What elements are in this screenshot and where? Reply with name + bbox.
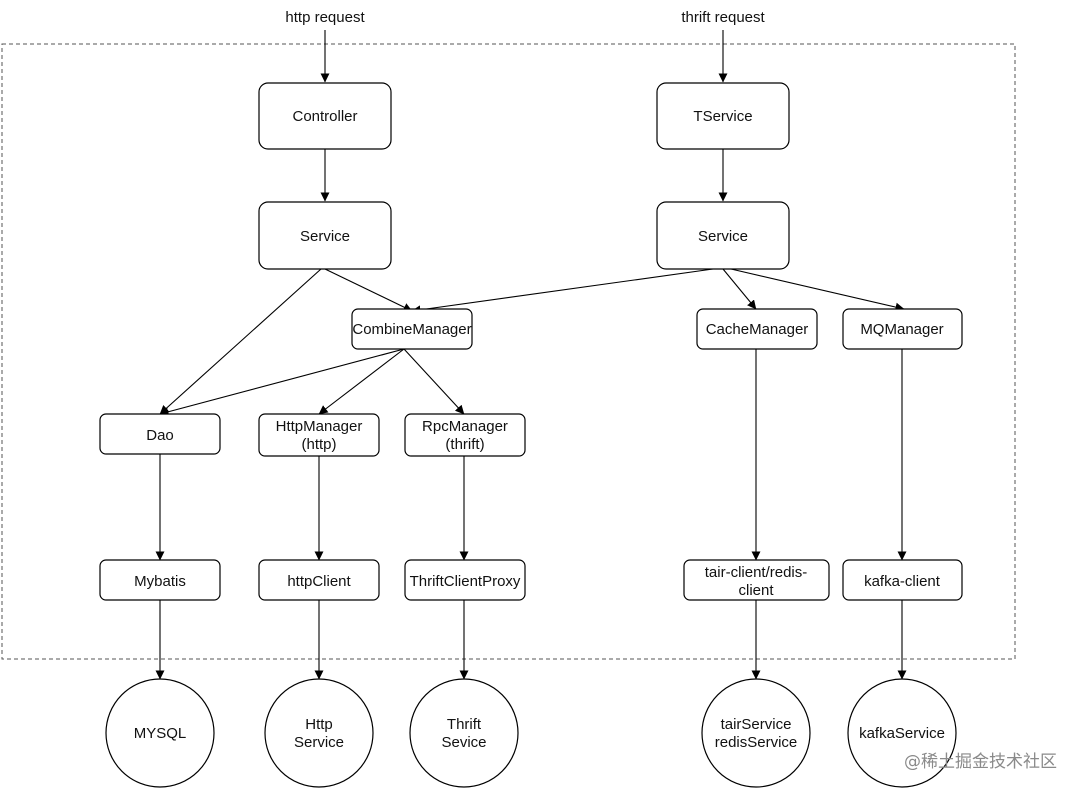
edge-combine-httpmanager [318, 348, 405, 415]
thrift-request-label: thrift request [681, 9, 765, 26]
rpc-manager-label-1: RpcManager [422, 418, 508, 435]
tair-client-node[interactable] [683, 559, 830, 601]
http-client-label: httpClient [287, 573, 351, 590]
dao-label: Dao [146, 427, 174, 444]
watermark-text: @稀土掘金技术社区 [904, 752, 1057, 772]
mq-manager-node[interactable] [842, 308, 963, 350]
http-manager-label-2: (http) [301, 436, 336, 453]
cache-manager-label: CacheManager [706, 321, 809, 338]
service-right-label: Service [698, 228, 748, 245]
mysql-node[interactable] [105, 678, 215, 788]
thrift-service-label-2: Sevice [441, 734, 486, 751]
tservice-node[interactable] [656, 82, 790, 150]
tair-service-label-2: redisService [715, 734, 798, 751]
edge-service-dao [159, 268, 322, 415]
combine-manager-label: CombineManager [352, 321, 471, 338]
tair-service-node[interactable] [701, 678, 811, 788]
thrift-client-proxy-node[interactable] [404, 559, 526, 601]
tair-client-label-2: client [738, 582, 774, 599]
rpc-manager-node[interactable] [404, 413, 526, 457]
cache-manager-node[interactable] [696, 308, 818, 350]
edges [155, 30, 907, 680]
thrift-client-proxy-label: ThriftClientProxy [410, 573, 521, 590]
thrift-service-node[interactable] [409, 678, 519, 788]
edge-tservice2-combine [411, 268, 714, 315]
http-service-label-1: Http [305, 716, 333, 733]
system-boundary [1, 43, 1016, 660]
http-request-label: http request [285, 9, 365, 26]
kafka-service-label: kafkaService [859, 725, 945, 742]
service-left-node[interactable] [258, 201, 392, 270]
mysql-label: MYSQL [134, 725, 187, 742]
mq-manager-label: MQManager [860, 321, 943, 338]
kafka-service-node[interactable] [847, 678, 957, 788]
service-right-node[interactable] [656, 201, 790, 270]
http-manager-node[interactable] [258, 413, 380, 457]
edge-combine-rpcmanager [403, 348, 465, 415]
node-labels: Controller TService Service Service Comb… [134, 108, 945, 751]
http-manager-label-1: HttpManager [276, 418, 363, 435]
service-left-label: Service [300, 228, 350, 245]
nodes [99, 82, 963, 788]
tair-service-label-1: tairService [721, 716, 792, 733]
edge-tservice2-mq [730, 268, 905, 312]
combine-manager-node[interactable] [351, 308, 473, 350]
mybatis-label: Mybatis [134, 573, 186, 590]
tservice-label: TService [693, 108, 752, 125]
dao-node[interactable] [99, 413, 221, 455]
edge-service-combine [324, 268, 413, 312]
rpc-manager-label-2: (thrift) [445, 436, 484, 453]
edge-combine-dao [159, 348, 405, 417]
tair-client-label-1: tair-client/redis- [705, 564, 808, 581]
edge-tservice2-cache [722, 268, 757, 310]
controller-node[interactable] [258, 82, 392, 150]
http-service-label-2: Service [294, 734, 344, 751]
controller-label: Controller [292, 108, 357, 125]
http-client-node[interactable] [258, 559, 380, 601]
kafka-client-label: kafka-client [864, 573, 941, 590]
kafka-client-node[interactable] [842, 559, 963, 601]
mybatis-node[interactable] [99, 559, 221, 601]
thrift-service-label-1: Thrift [447, 716, 482, 733]
http-service-node[interactable] [264, 678, 374, 788]
